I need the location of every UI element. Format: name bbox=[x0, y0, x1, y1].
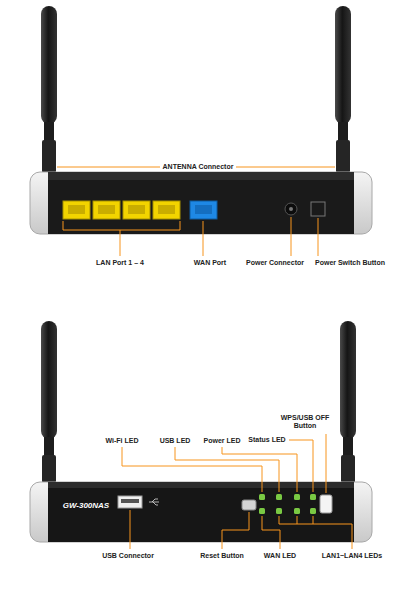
model-name: GW-300NAS bbox=[63, 501, 109, 511]
led-label: Status LED bbox=[248, 436, 285, 444]
status-leds bbox=[259, 494, 316, 514]
front-antennas bbox=[41, 321, 356, 483]
port-label: LAN Port 1 – 4 bbox=[96, 259, 144, 267]
wan-port bbox=[190, 201, 217, 219]
connector-label: Power Connector bbox=[246, 259, 304, 267]
led-label: USB LED bbox=[160, 437, 191, 445]
led-label: LAN1~LAN4 LEDs bbox=[322, 552, 382, 560]
button-label: WPS/USB OFF Button bbox=[279, 414, 331, 431]
led-label: WAN LED bbox=[264, 552, 296, 560]
connector-label: USB Connector bbox=[102, 552, 154, 560]
port-label: WAN Port bbox=[194, 259, 226, 267]
power-switch bbox=[311, 202, 325, 216]
reset-button bbox=[242, 500, 256, 510]
antenna-label: ANTENNA Connector bbox=[160, 163, 237, 171]
front-leader-lines bbox=[122, 434, 352, 549]
led-label: Wi-Fi LED bbox=[106, 437, 139, 445]
lan-ports bbox=[63, 201, 180, 219]
wps-button bbox=[320, 495, 332, 513]
button-label: Power Switch Button bbox=[315, 259, 385, 267]
back-housing bbox=[30, 172, 372, 234]
power-connector bbox=[285, 203, 297, 215]
button-label: Reset Button bbox=[200, 552, 244, 560]
back-antennas bbox=[41, 6, 351, 173]
usb-port bbox=[118, 496, 159, 508]
front-housing bbox=[30, 482, 372, 542]
back-leader-lines bbox=[57, 167, 335, 256]
power-pin bbox=[289, 207, 293, 211]
led-label: Power LED bbox=[204, 437, 241, 445]
